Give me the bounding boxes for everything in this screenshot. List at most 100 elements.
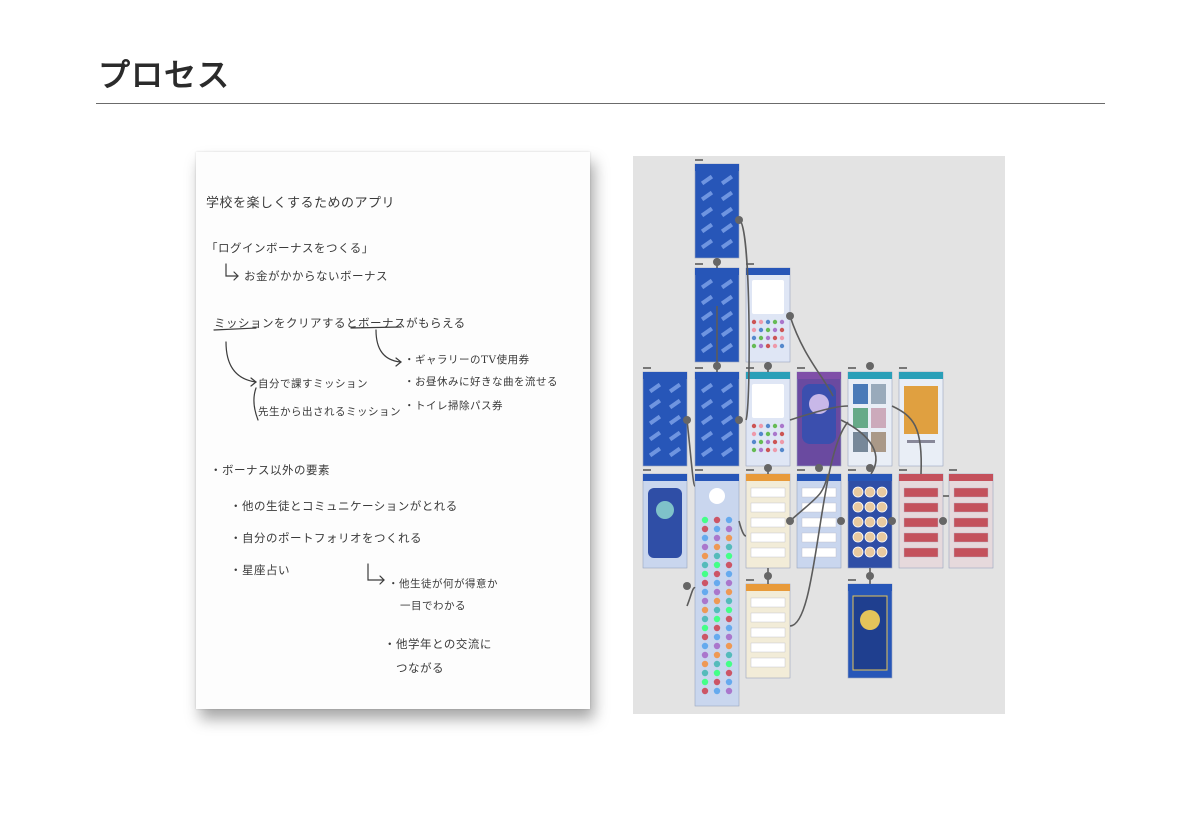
calendar-day: [772, 431, 778, 437]
pattern-stripe: [720, 174, 734, 186]
dots-item: [725, 642, 733, 650]
dots-item: [701, 525, 709, 533]
face-avatar: [864, 501, 876, 513]
face-avatar: [876, 531, 888, 543]
dots-item: [701, 651, 709, 659]
pattern-stripe: [668, 430, 682, 442]
screen-header: [899, 372, 943, 379]
screen-handle: [695, 367, 703, 369]
pattern-stripe: [720, 382, 734, 394]
calendar-day: [758, 319, 764, 325]
dots-item: [701, 516, 709, 524]
list-row: [750, 487, 786, 498]
screen-thumbnail: [694, 469, 740, 707]
dots-item: [713, 606, 721, 614]
connector-handle: [866, 464, 874, 472]
calendar-day: [751, 431, 757, 437]
pattern-stripe: [700, 414, 714, 426]
screen-handle: [643, 469, 651, 471]
gallery-item: [871, 432, 886, 452]
dots-item: [725, 615, 733, 623]
face-avatar: [876, 516, 888, 528]
dots-item: [713, 597, 721, 605]
dots-item: [713, 543, 721, 551]
calendar-day: [772, 327, 778, 333]
gallery-item: [871, 408, 886, 428]
calendar-day: [765, 447, 771, 453]
screen-thumbnail: [642, 469, 688, 569]
face-avatar: [864, 531, 876, 543]
sketch-line: お金がかからないボーナス: [244, 269, 388, 283]
list-row: [801, 487, 837, 498]
dots-item: [701, 543, 709, 551]
pattern-stripe: [700, 326, 714, 338]
dots-item: [713, 579, 721, 587]
screen-header: [797, 372, 841, 379]
calendar-day: [758, 327, 764, 333]
screen-handle: [949, 469, 957, 471]
screen-header: [695, 474, 739, 481]
calendar-day: [751, 343, 757, 349]
flow-connector: [789, 473, 829, 522]
screen-header: [848, 584, 892, 591]
pattern-stripe: [700, 206, 714, 218]
flow-connector: [789, 421, 849, 627]
dots-item: [725, 588, 733, 596]
face-avatar: [852, 516, 864, 528]
pattern-stripe: [700, 174, 714, 186]
list-row: [903, 487, 939, 498]
connector-handle: [866, 572, 874, 580]
dots-item: [713, 588, 721, 596]
dots-item: [713, 687, 721, 695]
calendar-day: [765, 343, 771, 349]
badge-emblem: [860, 610, 880, 630]
list-row: [903, 532, 939, 543]
face-avatar: [876, 546, 888, 558]
screen-header: [949, 474, 993, 481]
sketch-line: ・他生徒が何が得意か: [388, 578, 498, 590]
calendar-day: [772, 439, 778, 445]
dots-item: [701, 561, 709, 569]
screen-header: [643, 372, 687, 379]
list-row: [903, 502, 939, 513]
list-row: [953, 487, 989, 498]
dots-item: [713, 615, 721, 623]
list-row: [801, 547, 837, 558]
screen-handle: [848, 367, 856, 369]
connector-handle: [939, 517, 947, 525]
dots-item: [713, 624, 721, 632]
badge-frame: [852, 595, 888, 671]
pattern-stripe: [720, 398, 734, 410]
pattern-stripe: [700, 190, 714, 202]
calendar-day: [772, 319, 778, 325]
pattern-stripe: [700, 446, 714, 458]
face-avatar: [864, 546, 876, 558]
dots-item: [713, 516, 721, 524]
calendar-day: [751, 335, 757, 341]
calendar-day: [779, 431, 785, 437]
pattern-stripe: [648, 446, 662, 458]
dots-item: [713, 570, 721, 578]
calendar-day: [772, 447, 778, 453]
dots-item: [701, 606, 709, 614]
pattern-stripe: [700, 342, 714, 354]
dots-item: [725, 552, 733, 560]
calendar-day: [779, 319, 785, 325]
connector-handle: [683, 582, 691, 590]
calendar-day: [779, 335, 785, 341]
screen-thumbnail: [948, 469, 994, 569]
sketch-arrows: [213, 263, 402, 585]
face-avatar: [876, 486, 888, 498]
pattern-stripe: [648, 382, 662, 394]
pattern-stripe: [668, 382, 682, 394]
list-row: [953, 547, 989, 558]
dots-item: [725, 561, 733, 569]
flow-connector: [738, 219, 750, 421]
screen-header: [899, 474, 943, 481]
pattern-stripe: [700, 398, 714, 410]
pattern-stripe: [720, 430, 734, 442]
list-row: [801, 517, 837, 528]
page-title: プロセス: [98, 56, 231, 94]
sketch-line: ミッションをクリアするとボーナスがもらえる: [214, 316, 466, 330]
screen-thumbnail: [642, 367, 688, 467]
